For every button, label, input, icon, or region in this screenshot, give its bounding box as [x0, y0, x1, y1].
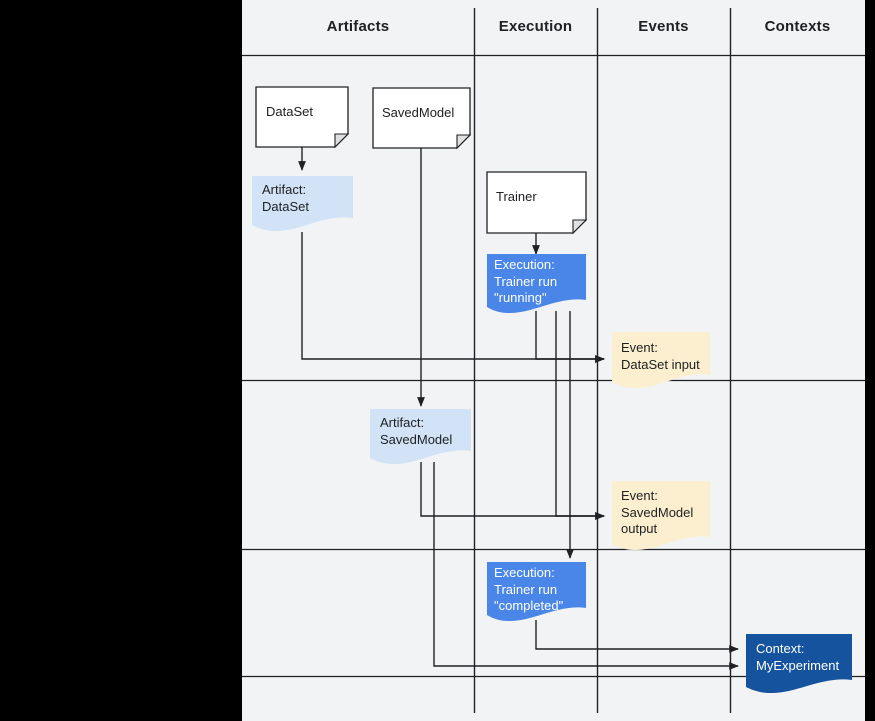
diagram-canvas: [242, 0, 865, 721]
lane-title-events: Events: [638, 18, 689, 35]
lane-title-execution: Execution: [498, 18, 573, 35]
lane-title-artifacts: Artifacts: [326, 18, 390, 35]
lane-title-contexts: Contexts: [764, 18, 831, 35]
